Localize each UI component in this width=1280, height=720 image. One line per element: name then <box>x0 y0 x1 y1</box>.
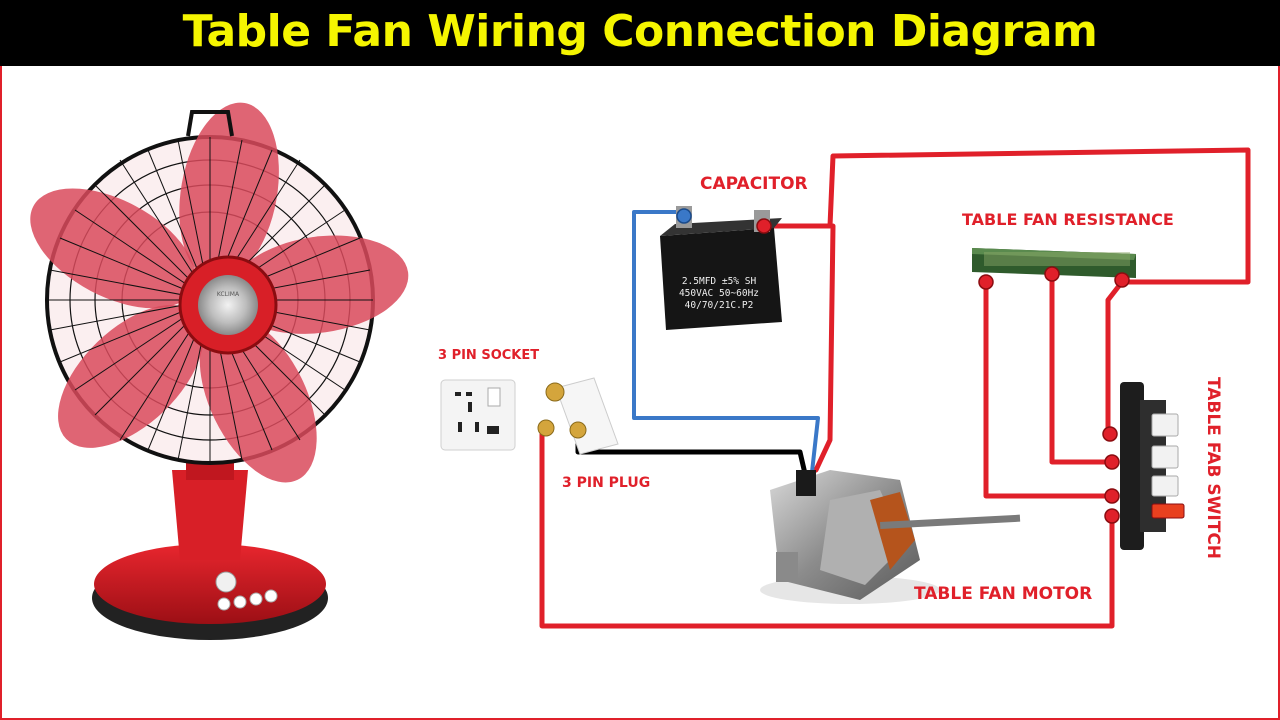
wire-red-capacitor-to-motor <box>813 223 836 473</box>
label-plug: 3 PIN PLUG <box>562 475 651 491</box>
motor-shaft <box>880 514 1021 529</box>
plug-pin <box>545 382 565 402</box>
capacitor-rating: 2.5MFD ±5% SH 450VAC 50~60Hz 40/70/21C.P… <box>664 276 774 312</box>
capacitor-rating-line: 40/70/21C.P2 <box>684 300 754 311</box>
label-socket: 3 PIN SOCKET <box>438 348 540 363</box>
fan-button <box>249 592 263 606</box>
socket-plate <box>440 379 516 451</box>
switch-terminal-dot <box>1104 488 1120 504</box>
switch-key <box>1151 445 1179 469</box>
page-title: Table Fan Wiring Connection Diagram <box>182 6 1098 57</box>
resistor-terminal-dot <box>978 274 994 290</box>
capacitor-rating-line: 2.5MFD ±5% SH <box>681 276 757 287</box>
motor-wire-junction <box>796 470 816 496</box>
plug-pin <box>537 419 555 437</box>
wire-red-resistance-to-switch-3 <box>1105 279 1125 437</box>
fan-base <box>94 544 326 624</box>
motor-copper-coil <box>870 492 915 570</box>
fan-button <box>217 597 231 611</box>
resistance-image <box>972 248 1136 290</box>
resistor-terminal-dot <box>1044 266 1060 282</box>
title-bar <box>0 0 1280 66</box>
socket-image <box>440 379 516 451</box>
fan-hub-cap <box>198 275 258 335</box>
fan-brand-logo: KCLIMA <box>217 291 240 298</box>
switch-key <box>1151 413 1179 437</box>
fan-handle <box>186 110 234 137</box>
label-resistance: TABLE FAN RESISTANCE <box>962 210 1174 229</box>
label-capacitor: CAPACITOR <box>700 174 808 194</box>
wire-red-capacitor-to-resistance <box>763 147 1251 285</box>
fan-button <box>264 589 278 603</box>
switch-terminal-dot <box>1104 454 1120 470</box>
plug-image <box>537 377 619 455</box>
terminal-dot-blue <box>676 208 692 224</box>
fan-dial-knob <box>215 571 237 593</box>
switch-key <box>1151 475 1179 497</box>
fan-stand <box>172 470 248 560</box>
switch-image <box>1102 382 1185 550</box>
capacitor-body <box>660 228 782 330</box>
switch-terminal-dot <box>1104 508 1120 524</box>
terminal-dot-red <box>756 218 772 234</box>
switch-body <box>1120 382 1144 550</box>
wire-red-plug-to-switch <box>539 427 1115 629</box>
label-switch: TABLE FAB SWITCH <box>1203 376 1223 560</box>
plug-body <box>555 377 619 455</box>
motor-image <box>760 470 1021 604</box>
wire-red-resistance-to-switch-2 <box>1049 271 1115 465</box>
label-motor: TABLE FAN MOTOR <box>914 584 1093 604</box>
capacitor-image <box>660 206 782 330</box>
wire-red-resistance-to-switch-1 <box>983 279 1115 499</box>
wire-blue-capacitor-to-motor <box>632 210 820 474</box>
resistor-terminal-dot <box>1114 272 1130 288</box>
table-fan-image: KCLIMA <box>30 102 409 640</box>
switch-key-off <box>1151 503 1185 519</box>
fan-blades <box>30 102 409 483</box>
plug-pin <box>569 421 587 439</box>
fan-button <box>233 595 247 609</box>
capacitor-rating-line: 450VAC 50~60Hz <box>678 288 760 299</box>
switch-terminal-dot <box>1102 426 1118 442</box>
